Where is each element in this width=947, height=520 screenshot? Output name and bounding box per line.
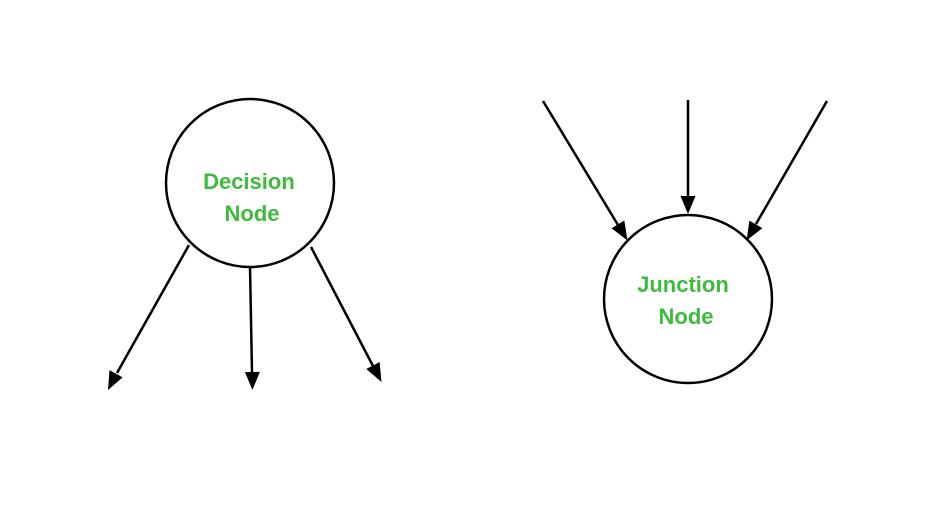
- decision-node-circle: [164, 97, 336, 269]
- decision-node-label-line2: Node: [225, 201, 280, 226]
- junction-node-circle: [602, 213, 774, 385]
- decision-arrow-center: [244, 266, 260, 390]
- junction-node-label-line1: Junction: [637, 272, 729, 297]
- junction-arrow-left: [541, 100, 628, 241]
- decision-node-label-line1: Decision: [203, 169, 295, 194]
- junction-node: Junction Node: [541, 100, 829, 385]
- decision-node-label: Decision Node: [203, 169, 301, 226]
- decision-arrow-left: [108, 244, 191, 390]
- junction-arrow-center: [680, 100, 696, 214]
- decision-arrow-right: [309, 246, 382, 382]
- junction-incoming-arrows: [541, 100, 829, 241]
- decision-outgoing-arrows: [108, 244, 382, 390]
- decision-node: Decision Node: [108, 97, 382, 390]
- junction-node-label: Junction Node: [637, 272, 735, 329]
- junction-arrow-right: [746, 100, 829, 241]
- junction-node-label-line2: Node: [659, 304, 714, 329]
